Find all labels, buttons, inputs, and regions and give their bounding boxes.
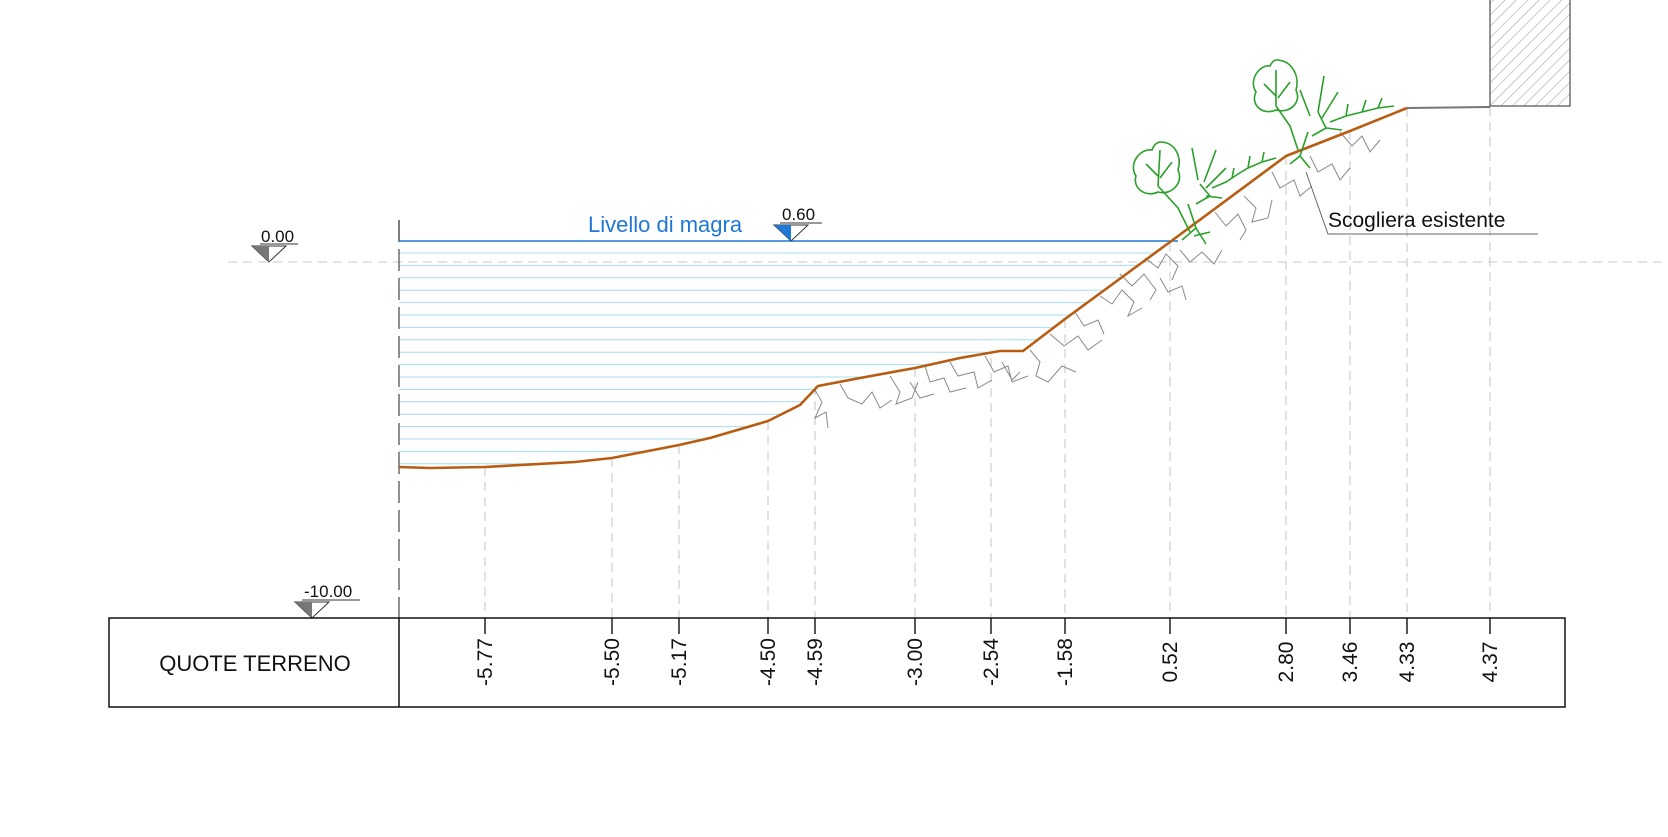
water-level-label: Livello di magra bbox=[588, 212, 743, 237]
station-elevation-value: -5.17 bbox=[668, 638, 691, 686]
retaining-wall bbox=[1489, 0, 1571, 107]
station-elevation-value: -2.54 bbox=[980, 638, 1003, 686]
existing-top-surface bbox=[1406, 106, 1491, 109]
vegetation bbox=[1132, 59, 1395, 245]
annotation-label: Scogliera esistente bbox=[1328, 209, 1505, 232]
station-elevation-value: -5.77 bbox=[474, 638, 497, 686]
station-elevation-value: 4.33 bbox=[1396, 642, 1419, 683]
table-row-label: QUOTE TERRENO bbox=[159, 651, 351, 676]
water-level-marker: 0.60 bbox=[772, 205, 822, 242]
tree-crown-icon bbox=[1252, 59, 1299, 113]
level-zero-label: 0.00 bbox=[261, 227, 294, 246]
riprap-rocks bbox=[813, 131, 1381, 429]
table-values: -5.77 -5.50 -5.17 -4.50 -4.59 -3.00 -2.54 -1.58… bbox=[474, 638, 1502, 686]
station-guide-lines bbox=[484, 107, 1491, 618]
station-elevation-value: -4.59 bbox=[804, 638, 827, 686]
table-ticks bbox=[484, 618, 1491, 634]
water-hatching bbox=[399, 252, 1155, 465]
tree-crown-icon bbox=[1132, 141, 1181, 195]
water-level-value: 0.60 bbox=[782, 205, 815, 224]
station-elevation-value: -3.00 bbox=[904, 638, 927, 686]
level-marker-bottom: -10.00 bbox=[293, 582, 360, 619]
station-elevation-value: 2.80 bbox=[1275, 642, 1298, 683]
level-marker-zero: 0.00 bbox=[250, 227, 298, 263]
station-elevation-value: 4.37 bbox=[1479, 642, 1502, 683]
elevation-table bbox=[108, 617, 1566, 708]
station-elevation-value: -4.50 bbox=[757, 638, 780, 686]
station-elevation-value: 0.52 bbox=[1159, 642, 1182, 683]
terrain-profile bbox=[398, 106, 1408, 470]
annotation-leader-line bbox=[1305, 171, 1538, 235]
station-elevation-value: -1.58 bbox=[1054, 638, 1077, 686]
station-elevation-value: -5.50 bbox=[601, 638, 624, 686]
level-bottom-label: -10.00 bbox=[304, 582, 352, 601]
station-elevation-value: 3.46 bbox=[1339, 642, 1362, 683]
